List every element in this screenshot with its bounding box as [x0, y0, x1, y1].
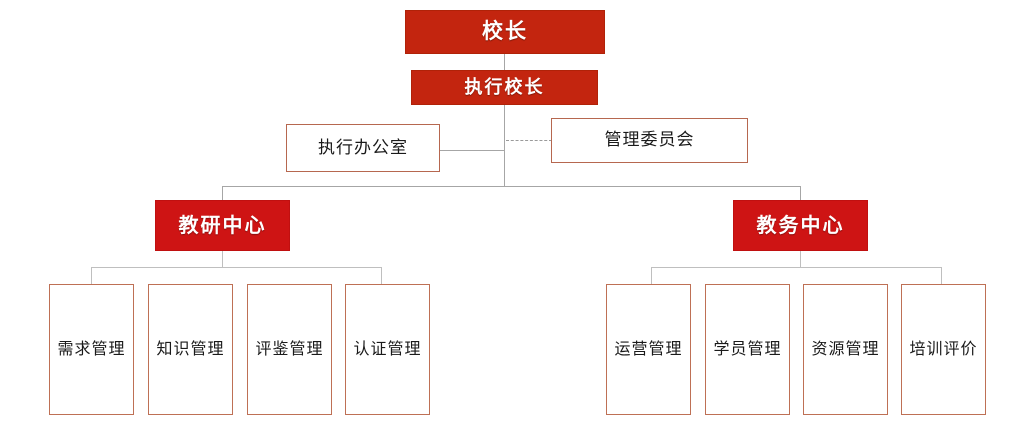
node-leaf-research-1[interactable]: 需求管理 — [49, 284, 134, 415]
connector-management-committee-dashed — [506, 140, 552, 141]
node-management-committee[interactable]: 管理委员会 — [551, 118, 748, 163]
node-leaf-affairs-3[interactable]: 资源管理 — [803, 284, 888, 415]
connector-affairs-leaf-bus — [651, 267, 941, 268]
node-leaf-affairs-1[interactable]: 运营管理 — [606, 284, 691, 415]
node-executive-principal[interactable]: 执行校长 — [411, 70, 598, 105]
connector-drop-research-center — [222, 186, 223, 200]
connector-affairs-center-stem — [800, 251, 801, 267]
connector-drop-leaf-8 — [941, 267, 942, 284]
connector-drop-leaf-5 — [651, 267, 652, 284]
node-leaf-research-2[interactable]: 知识管理 — [148, 284, 233, 415]
connector-drop-leaf-4 — [381, 267, 382, 284]
node-leaf-affairs-4[interactable]: 培训评价 — [901, 284, 986, 415]
connector-trunk-main — [504, 105, 505, 186]
connector-centers-bus — [222, 186, 801, 187]
connector-principal-to-executive — [504, 54, 505, 70]
connector-research-leaf-bus — [91, 267, 381, 268]
connector-research-center-stem — [222, 251, 223, 267]
node-executive-office[interactable]: 执行办公室 — [286, 124, 440, 172]
node-research-center[interactable]: 教研中心 — [155, 200, 290, 251]
node-leaf-affairs-2[interactable]: 学员管理 — [705, 284, 790, 415]
connector-drop-leaf-1 — [91, 267, 92, 284]
connector-drop-affairs-center — [800, 186, 801, 200]
node-affairs-center[interactable]: 教务中心 — [733, 200, 868, 251]
connector-executive-office-stub — [440, 150, 505, 151]
node-principal[interactable]: 校长 — [405, 10, 605, 54]
node-leaf-research-3[interactable]: 评鉴管理 — [247, 284, 332, 415]
node-leaf-research-4[interactable]: 认证管理 — [345, 284, 430, 415]
